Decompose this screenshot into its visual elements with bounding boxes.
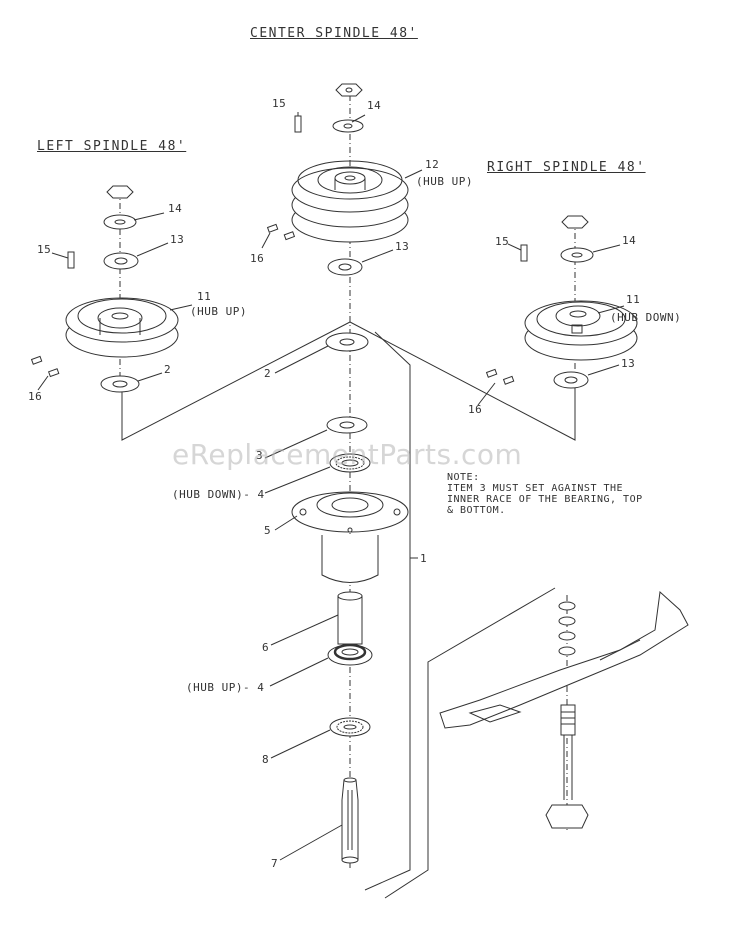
label-right-16: 16 <box>468 403 483 416</box>
label-right-14: 14 <box>622 234 637 247</box>
center-spindle-title: CENTER SPINDLE 48' <box>250 26 418 41</box>
label-left-11: 11 <box>197 290 212 303</box>
right-spindle-title: RIGHT SPINDLE 48' <box>487 160 646 175</box>
label-right-13: 13 <box>621 357 636 370</box>
label-left-16: 16 <box>28 390 43 403</box>
label-left-2: 2 <box>164 363 172 376</box>
left-nut <box>107 186 133 198</box>
spindle-housing-5 <box>292 492 408 583</box>
right-connector <box>350 322 575 440</box>
center-washer-13 <box>328 259 362 275</box>
left-set-screws-16 <box>32 356 59 376</box>
leader-lines <box>38 112 624 860</box>
mower-blade <box>440 592 688 728</box>
spacer-3 <box>327 417 367 433</box>
label-center-15: 15 <box>272 97 287 110</box>
label-center-14: 14 <box>367 99 382 112</box>
note-block: NOTE: ITEM 3 MUST SET AGAINST THE INNER … <box>447 472 643 516</box>
left-washer-2 <box>101 376 139 392</box>
center-washer-2 <box>326 333 368 351</box>
left-key-15 <box>68 252 74 268</box>
label-center-13: 13 <box>395 240 410 253</box>
center-set-screws-16 <box>268 224 295 239</box>
spacer-tube-6 <box>338 592 362 644</box>
label-right-11-note: (HUB DOWN) <box>610 311 682 324</box>
label-right-11: 11 <box>626 293 641 306</box>
spindle-shaft-7 <box>342 778 358 863</box>
right-nut <box>562 216 588 228</box>
bearing-4-top <box>330 454 370 472</box>
note-line-4: & BOTTOM. <box>447 505 506 516</box>
label-7: 7 <box>271 857 279 870</box>
label-8: 8 <box>262 753 270 766</box>
label-left-13: 13 <box>170 233 185 246</box>
label-center-12-note: (HUB UP) <box>416 175 473 188</box>
blade-nuts <box>559 602 575 655</box>
label-1: 1 <box>420 552 428 565</box>
label-right-15: 15 <box>495 235 510 248</box>
left-washer-13 <box>104 253 138 269</box>
watermark: eReplacementParts.com <box>172 438 523 471</box>
label-4-bottom: (HUB UP)- 4 <box>186 681 265 694</box>
label-center-12: 12 <box>425 158 440 171</box>
label-5: 5 <box>264 524 272 537</box>
bracket-line-1 <box>365 332 410 890</box>
label-left-11-note: (HUB UP) <box>190 305 247 318</box>
right-washer-14 <box>561 248 593 262</box>
right-key-15 <box>521 245 527 261</box>
center-nut <box>336 84 362 96</box>
seal-8 <box>330 718 370 736</box>
label-4-top: (HUB DOWN)- 4 <box>172 488 265 501</box>
note-line-3: INNER RACE OF THE BEARING, TOP <box>447 494 643 505</box>
blade-bracket-line <box>385 588 555 898</box>
label-center-16: 16 <box>250 252 265 265</box>
bearing-4-bottom <box>328 645 372 665</box>
note-line-2: ITEM 3 MUST SET AGAINST THE <box>447 483 624 494</box>
center-key-15 <box>295 116 301 132</box>
right-set-screws-16 <box>487 369 514 384</box>
left-pulley-11 <box>66 298 178 357</box>
label-3: 3 <box>256 449 264 462</box>
center-washer-14 <box>333 120 363 132</box>
label-2: 2 <box>264 367 272 380</box>
label-left-14: 14 <box>168 202 183 215</box>
right-pulley-11 <box>525 301 637 360</box>
left-connector <box>122 322 350 440</box>
note-line-1: NOTE: <box>447 472 480 483</box>
center-pulley-12 <box>292 161 408 242</box>
blade-bolt <box>546 705 588 828</box>
left-washer-14 <box>104 215 136 229</box>
left-spindle-title: LEFT SPINDLE 48' <box>37 139 187 154</box>
right-washer-13 <box>554 372 588 388</box>
label-left-15: 15 <box>37 243 52 256</box>
label-6: 6 <box>262 641 270 654</box>
